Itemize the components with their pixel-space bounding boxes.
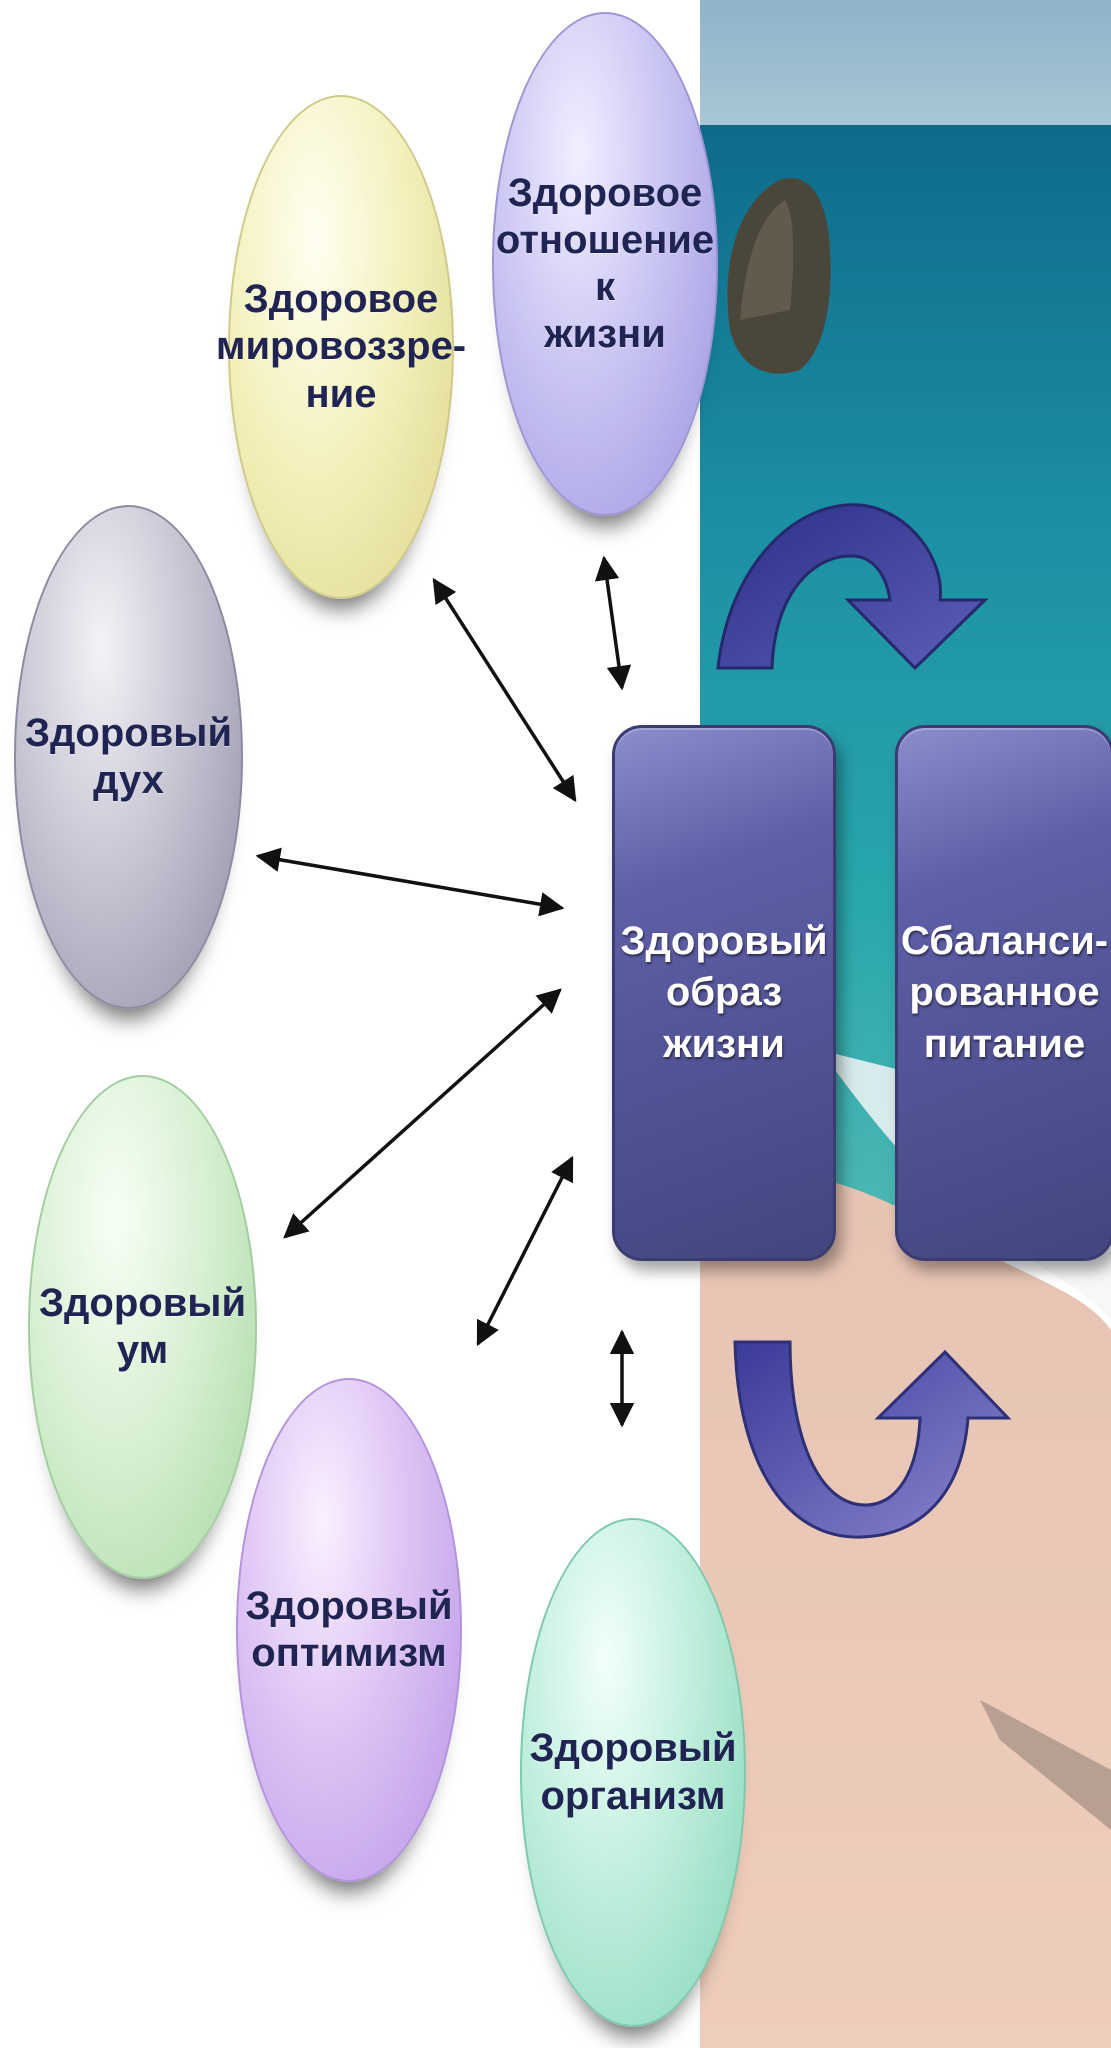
connector-attitude	[604, 558, 622, 688]
block-healthy-lifestyle-label: Здоровый образ жизни	[620, 916, 827, 1070]
node-healthy-spirit-label: Здоровый дух	[17, 710, 240, 804]
block-balanced-nutrition: Сбаланси- рованное питание	[895, 725, 1111, 1261]
connector-mind	[285, 990, 560, 1237]
node-healthy-worldview: Здоровое мировоззре- ние	[228, 95, 454, 599]
connector-worldview	[434, 580, 575, 800]
node-healthy-organism: Здоровый организм	[520, 1518, 746, 2027]
node-healthy-attitude-to-life: Здоровое отношение к жизни	[492, 12, 718, 516]
cycle-arrow-top	[718, 505, 985, 668]
node-healthy-spirit: Здоровый дух	[14, 505, 243, 1009]
block-balanced-nutrition-label: Сбаланси- рованное питание	[901, 916, 1108, 1070]
cycle-arrow-bottom	[735, 1342, 1008, 1537]
node-healthy-organism-label: Здоровый организм	[521, 1725, 744, 1819]
connector-spirit	[258, 856, 562, 908]
node-healthy-mind-label: Здоровый ум	[31, 1280, 254, 1374]
connector-optimism	[478, 1158, 572, 1344]
node-healthy-optimism: Здоровый оптимизм	[236, 1378, 462, 1882]
node-healthy-optimism-label: Здоровый оптимизм	[237, 1583, 460, 1677]
node-healthy-worldview-label: Здоровое мировоззре- ние	[208, 276, 474, 418]
block-healthy-lifestyle: Здоровый образ жизни	[612, 725, 836, 1261]
node-healthy-mind: Здоровый ум	[28, 1075, 257, 1579]
node-healthy-attitude-to-life-label: Здоровое отношение к жизни	[488, 170, 722, 359]
